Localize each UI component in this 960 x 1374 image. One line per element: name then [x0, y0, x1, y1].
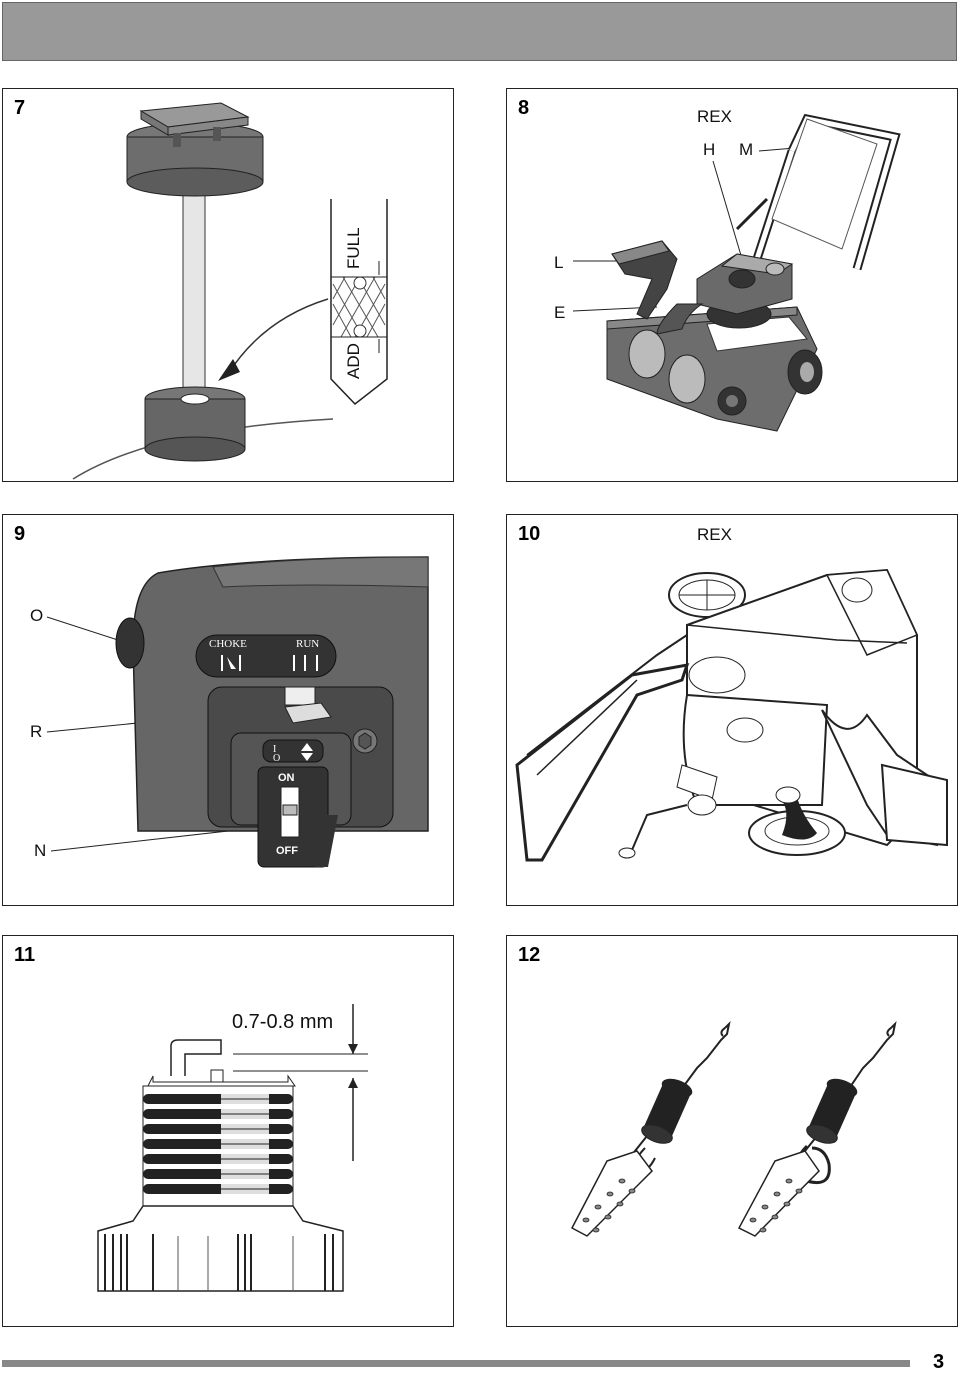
label-o: O: [30, 606, 44, 625]
engine-controls-illustration: CHOKE RUN I O ON OFF: [46, 556, 429, 868]
figure-10-oil-drain: 10 REX: [506, 514, 958, 906]
snow-thrower-illustration: [572, 113, 901, 432]
model-label: REX: [697, 525, 732, 544]
figure-number: 12: [518, 944, 541, 966]
figure-7-dipstick: 7 FULL ADD: [2, 88, 454, 482]
spring-assembly-right: [737, 1020, 897, 1237]
spark-plug-threads: [143, 1091, 293, 1199]
spark-plug-illustration: [97, 1004, 368, 1292]
label-h: H: [703, 140, 716, 159]
spring-cable-illustration: [570, 1020, 897, 1237]
label-n: N: [34, 841, 47, 860]
figure-number: 11: [14, 944, 36, 966]
figure-number: 7: [14, 97, 26, 119]
switch-i-label: I: [273, 744, 276, 755]
add-mark: ADD: [344, 343, 363, 379]
switch-o-label: O: [273, 753, 280, 764]
model-label: REX: [697, 107, 732, 126]
gap-label: 0.7-0.8 mm: [232, 1011, 334, 1033]
label-e: E: [554, 303, 566, 322]
choke-label: CHOKE: [209, 638, 247, 650]
footer-bar: [2, 1360, 910, 1367]
figure-number: 9: [14, 523, 26, 545]
spring-assembly-left: [570, 1020, 731, 1237]
oil-drain-illustration: [515, 568, 949, 862]
full-mark: FULL: [344, 227, 363, 269]
run-label: RUN: [296, 638, 319, 650]
dipstick-illustration: FULL ADD: [72, 102, 388, 480]
figure-11-spark-plug: 11 0.7-0.8 mm: [2, 935, 454, 1327]
page-number: 3: [933, 1351, 945, 1373]
figure-number: 10: [518, 523, 541, 545]
figure-9-controls: 9 O R N CHOKE RUN I O ON OFF: [2, 514, 454, 906]
on-label: ON: [278, 772, 295, 784]
figure-12-springs: 12: [506, 935, 958, 1327]
header-bar: [2, 2, 957, 61]
label-m: M: [739, 140, 754, 159]
label-r: R: [30, 722, 43, 741]
label-l: L: [554, 253, 564, 272]
figure-number: 8: [518, 97, 530, 119]
off-label: OFF: [276, 845, 298, 857]
figure-8-snow-thrower: 8 REX H M L E: [506, 88, 958, 482]
